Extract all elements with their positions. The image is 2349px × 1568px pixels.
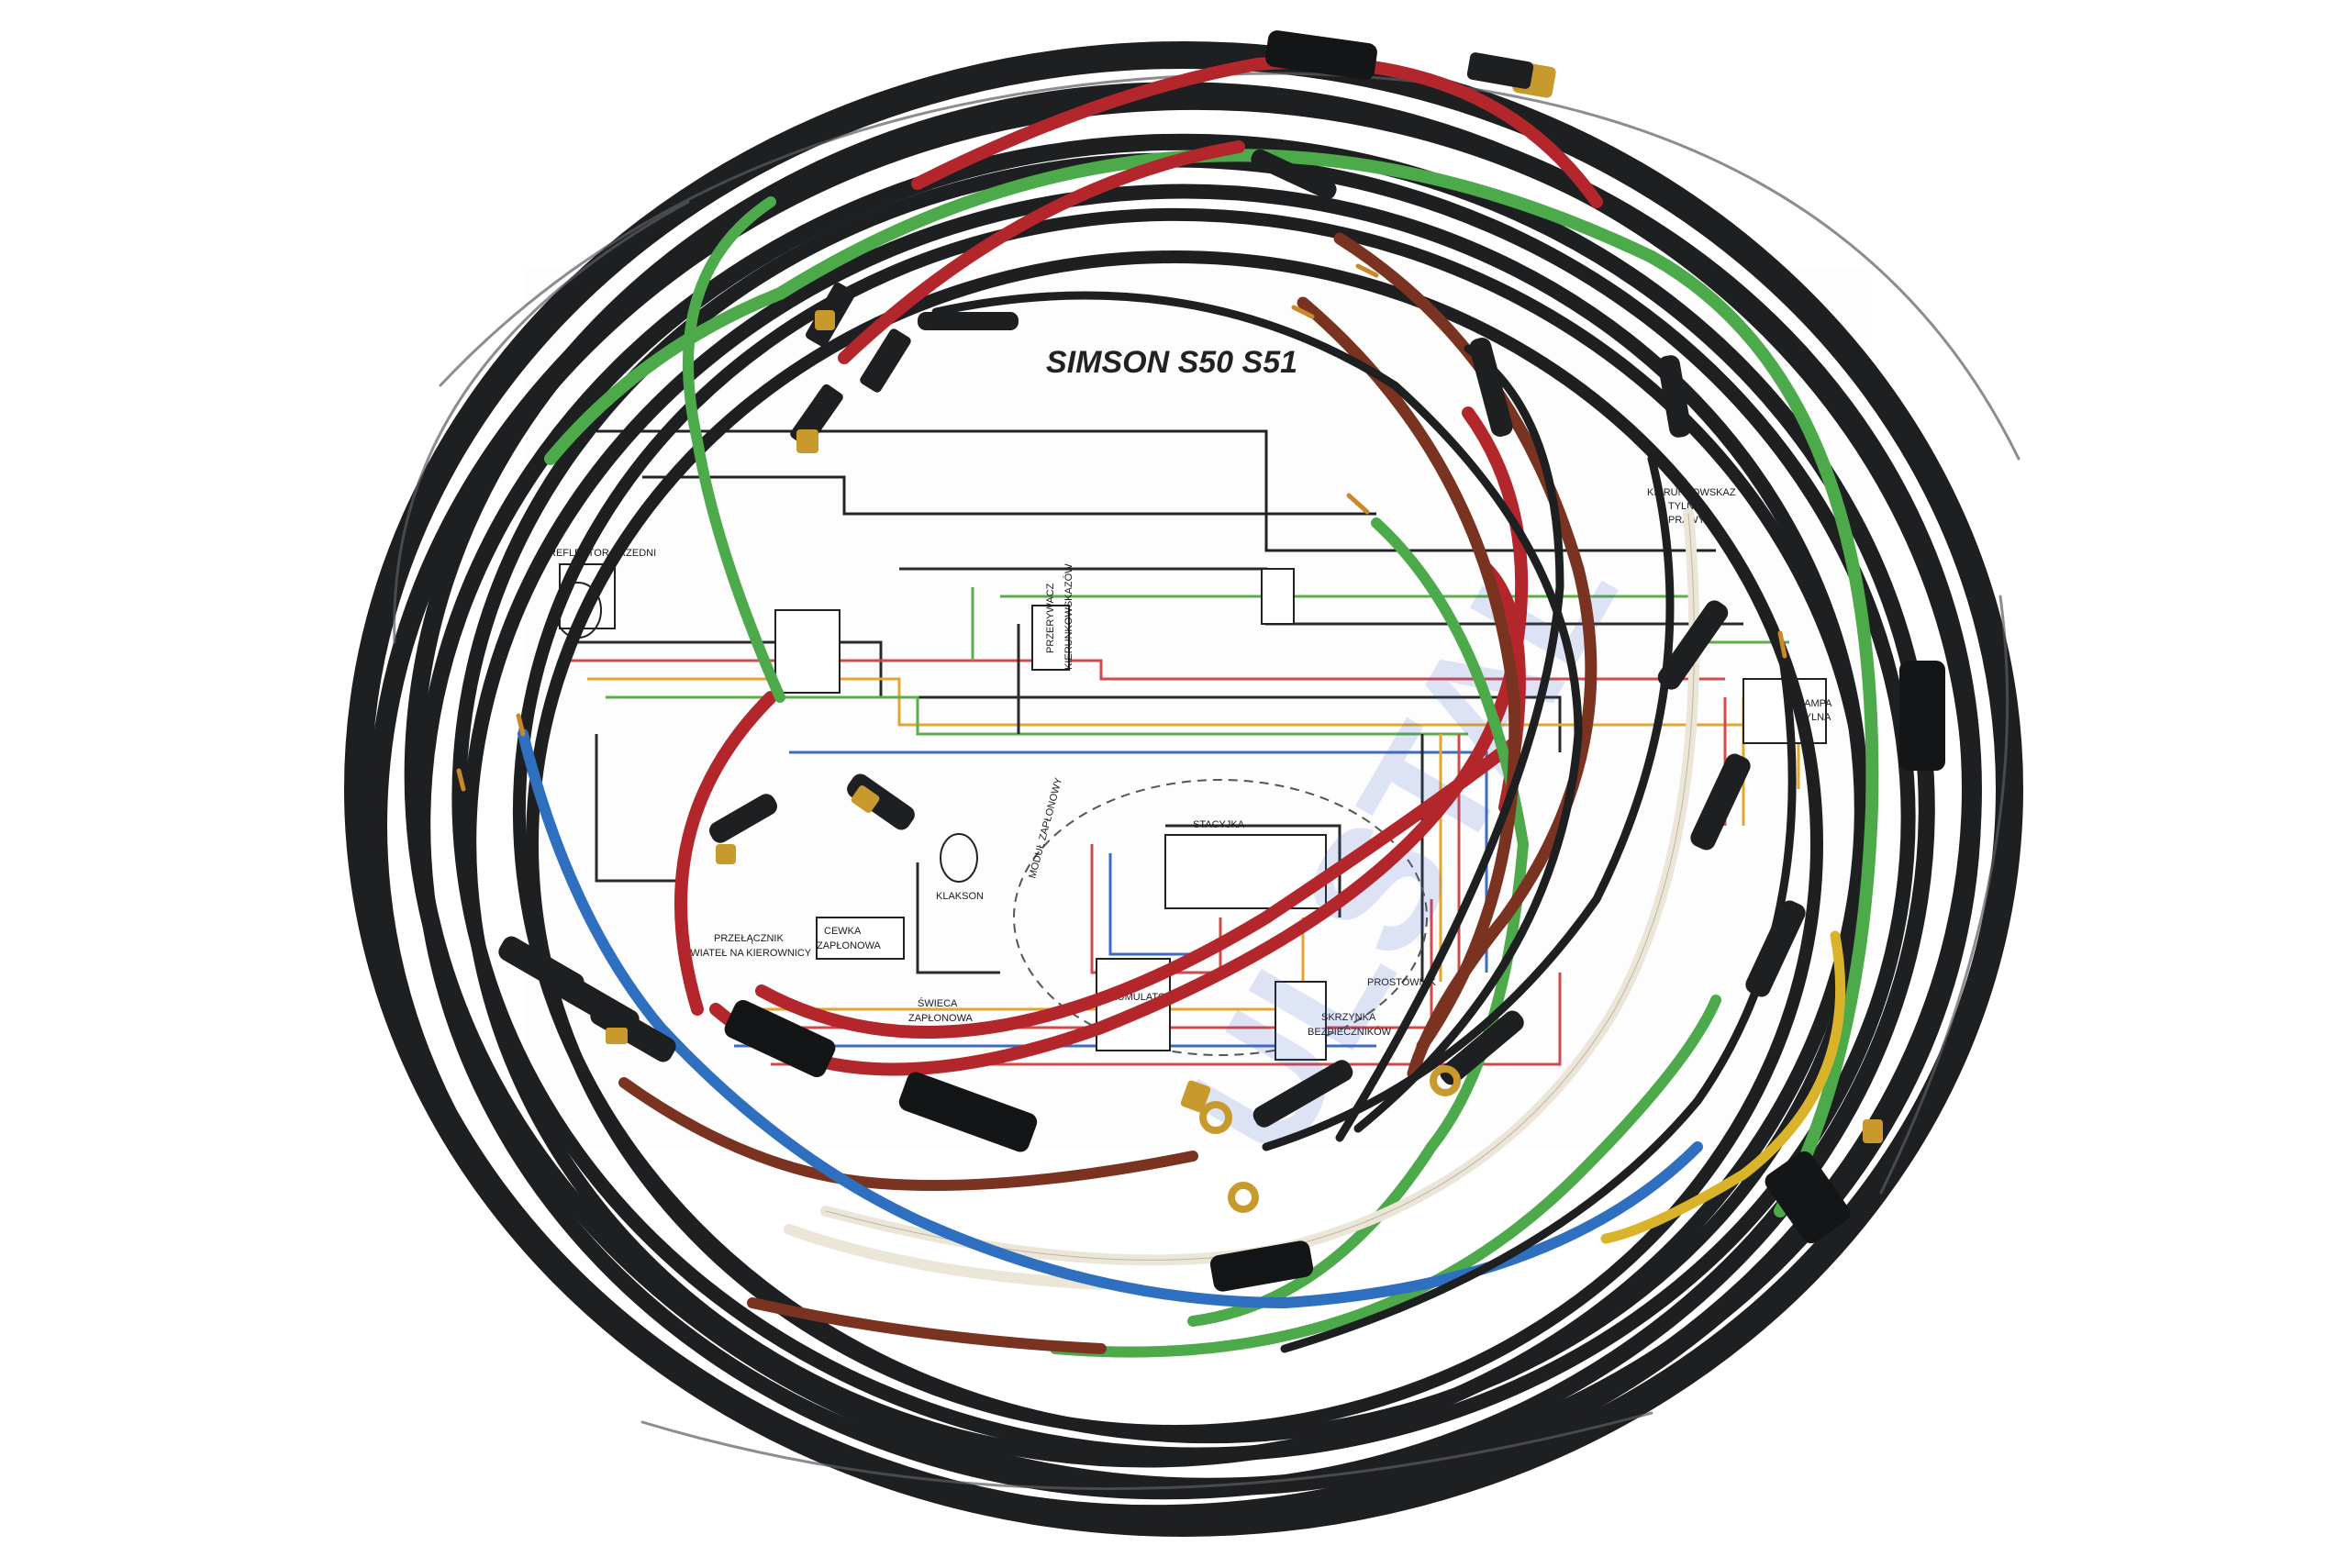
label-swieca-1: ŚWIECA: [918, 997, 958, 1009]
sheath-highlights: [393, 72, 2021, 1491]
white-wire-b: [784, 1224, 1107, 1290]
yellow-wire: [1600, 930, 1846, 1244]
colored-wires: [518, 55, 1879, 1358]
stripped-wire-ends: [456, 263, 1787, 792]
label-skrzynka-1: SKRZYNKA: [1321, 1012, 1376, 1023]
label-przerywacz-1: PRZERYWACZ: [1045, 583, 1056, 653]
label-reflektor: REFLEKTOR PRZEDNI: [549, 548, 656, 559]
green-wire-inner: [683, 196, 785, 703]
connectors: [456, 30, 1945, 1292]
black-wire-a: [931, 291, 1583, 1133]
brown-wire-d: [747, 1297, 1107, 1354]
label-lampa-1: LAMPA: [1798, 698, 1832, 709]
heat-shrink-sleeves: [724, 30, 1945, 1292]
brown-wire-b: [1297, 296, 1521, 1052]
green-wire-outer: [544, 149, 1879, 1218]
horn-symbol: [940, 833, 978, 883]
ring-terminals: [1199, 1065, 1461, 1213]
connector-top-cluster: [790, 52, 1556, 453]
label-swieca-2: ZAPŁONOWA: [908, 1013, 974, 1024]
label-skrzynka-2: BEZPIECZNIKÓW: [1308, 1026, 1392, 1038]
label-klakson: KLAKSON: [936, 891, 984, 902]
green-wire-bottom: [1050, 995, 1721, 1358]
label-stacyjka: STACYJKA: [1193, 819, 1245, 830]
label-przelacznik-2: ŚWIATEŁ NA KIEROWNICY: [684, 947, 812, 959]
black-wire-b: [1335, 344, 1564, 1142]
black-wire-d: [1280, 638, 1797, 1353]
label-cewka-2: ZAPŁONOWA: [817, 940, 882, 951]
bullet-connectors: [498, 149, 1806, 1128]
black-wire-c: [1262, 454, 1675, 1151]
diagram-title: SIMSON S50 S51: [1046, 345, 1297, 380]
brass-terminals: [606, 785, 1883, 1143]
white-wire-outline-a: [825, 513, 1695, 1261]
red-wire-main: [674, 406, 1529, 1076]
label-cewka-1: CEWKA: [824, 926, 862, 937]
module-outline: [1013, 779, 1428, 1056]
label-przelacznik-1: PRZEŁĄCZNIK: [714, 933, 784, 944]
brown-wire-c: [618, 1077, 1198, 1191]
red-wire-loop: [755, 55, 1603, 1039]
label-przerywacz-2: KIERUNKOWSKAZÓW: [1063, 563, 1074, 670]
label-prostownik: PROSTOWNIK: [1367, 977, 1437, 988]
